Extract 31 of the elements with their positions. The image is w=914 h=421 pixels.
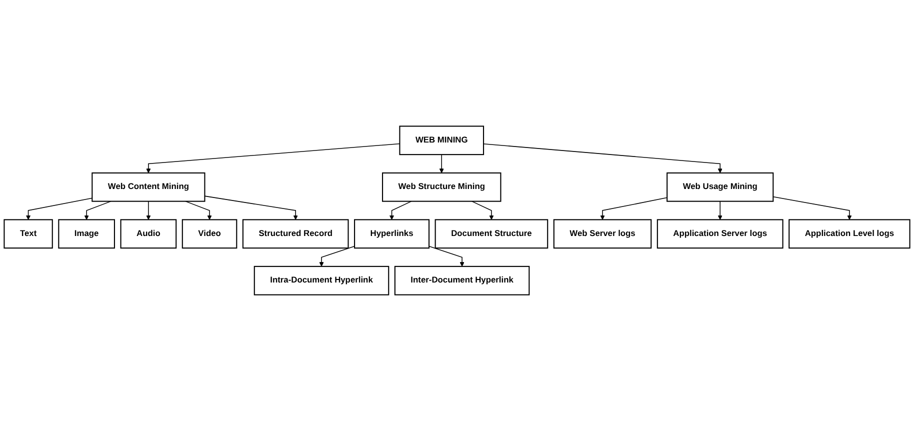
arrow [718,200,722,220]
node-box: Inter-Document Hyperlink [394,266,530,296]
node-box: Web Structure Mining [382,172,502,202]
node-box: Web Usage Mining [666,172,774,202]
node-box: Hyperlinks [354,219,430,249]
arrow [146,143,400,174]
node-box: Document Structure [434,219,548,249]
arrow [146,200,151,220]
node-box: Application Level logs [788,219,910,249]
node-box: Text [4,219,53,249]
arrow [389,200,412,220]
node-box: Application Server logs [656,219,784,249]
node-box: Web Server logs [553,219,652,249]
arrow [428,246,464,267]
node-box: Web Content Mining [92,172,206,202]
arrow [471,200,494,220]
arrow [439,154,444,174]
node-box: Structured Record [242,219,349,249]
arrow [772,196,852,220]
arrow [26,198,93,220]
node-box: Image [58,219,115,249]
node-box: Audio [120,219,177,249]
node-box: Video [182,219,238,249]
node-box: WEB MINING [399,126,484,156]
arrow [319,246,355,267]
arrow [204,196,298,220]
node-box: Intra-Document Hyperlink [254,266,390,296]
arrow [600,197,668,220]
arrow [483,144,722,174]
arrow [185,200,212,220]
arrow [84,200,112,220]
